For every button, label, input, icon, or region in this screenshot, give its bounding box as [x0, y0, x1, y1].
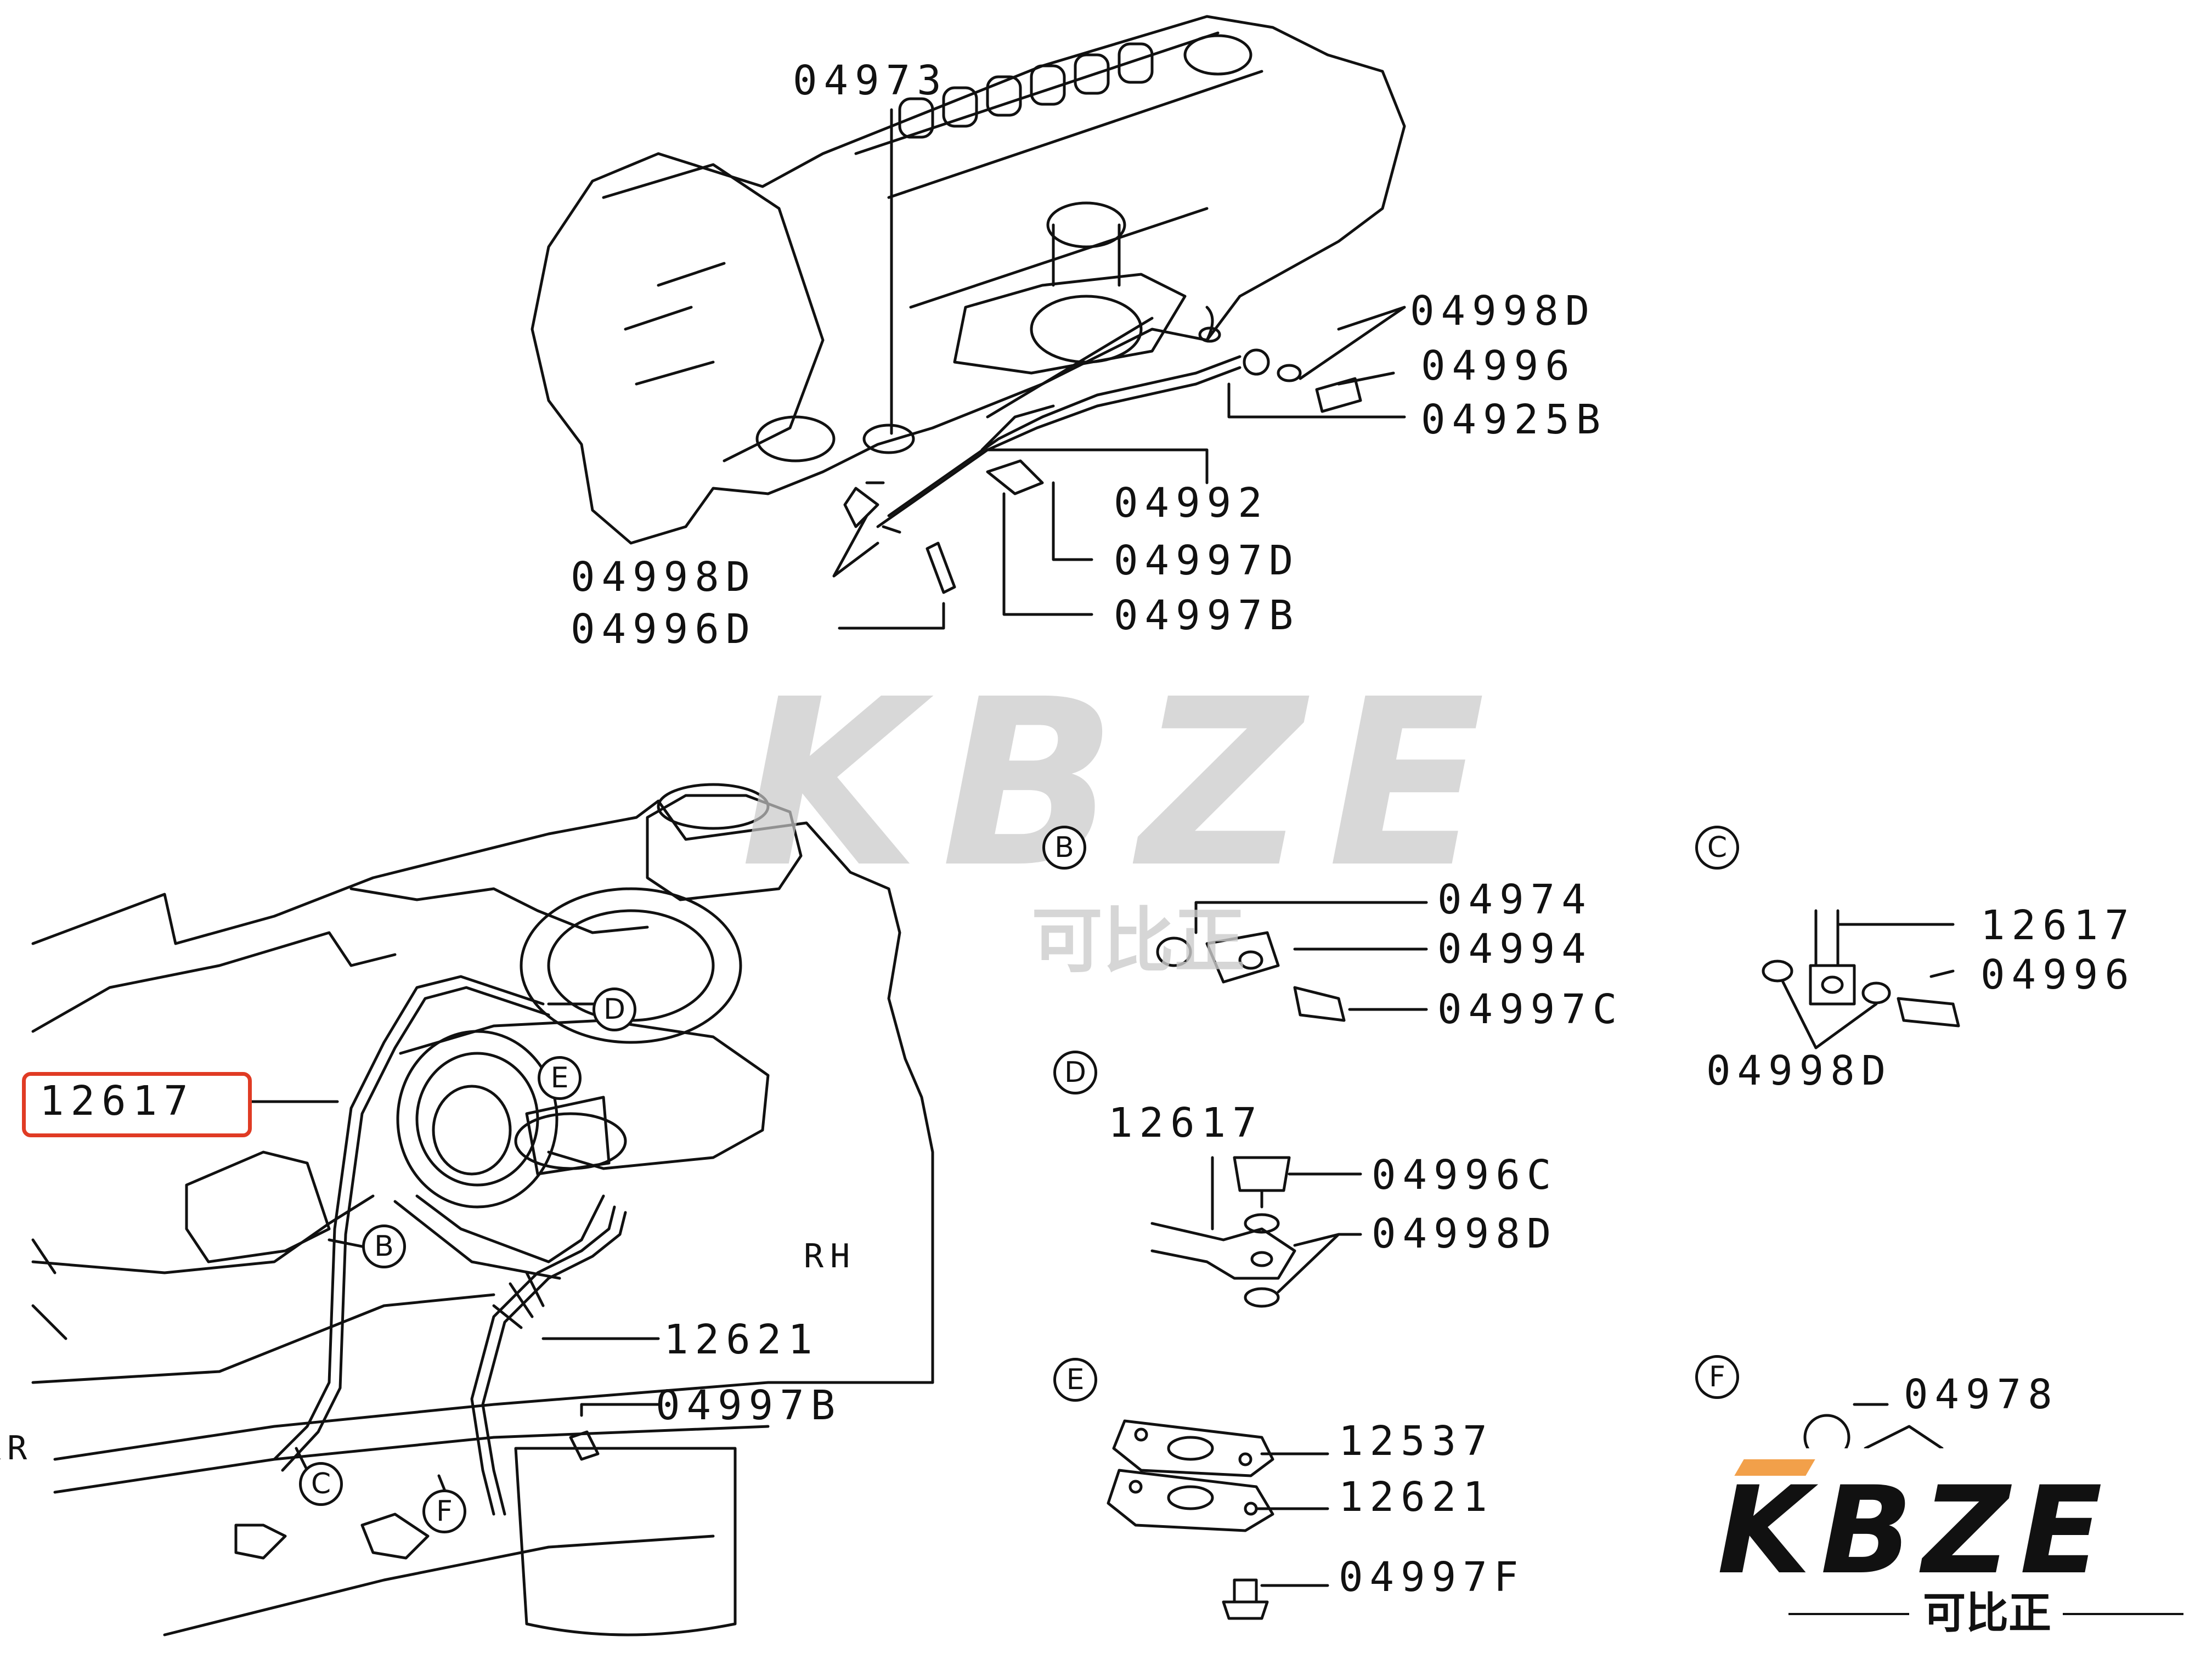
- direction-label-rr: RR: [0, 1429, 34, 1468]
- part-label-04925b: 04925B: [1421, 396, 1607, 443]
- callout-d: D: [592, 988, 636, 1031]
- logo-line-left: [1788, 1613, 1909, 1615]
- part-label-04998d-detail-c: 04998D: [1706, 1047, 1893, 1094]
- direction-label-rh: RH: [804, 1237, 857, 1276]
- oil-pipe-drawing: [843, 306, 1362, 594]
- part-label-12621-detail-e: 12621: [1339, 1474, 1494, 1521]
- turbo-pipes-drawing: [273, 975, 627, 1516]
- part-label-04996-top: 04996: [1421, 342, 1576, 390]
- part-label-12621-main: 12621: [664, 1316, 819, 1363]
- part-label-12537: 12537: [1339, 1418, 1494, 1465]
- callout-c: C: [299, 1462, 343, 1506]
- callout-e: E: [538, 1056, 582, 1100]
- part-label-12617-detail-d: 12617: [1108, 1099, 1263, 1147]
- part-label-04994: 04994: [1437, 926, 1593, 973]
- detail-e-tag: E: [1053, 1358, 1097, 1402]
- injection-pump-drawing: [531, 15, 1406, 545]
- part-label-04997c: 04997C: [1437, 986, 1624, 1033]
- detail-d-tag: D: [1053, 1051, 1097, 1094]
- detail-c-tag: C: [1695, 826, 1739, 870]
- top-leader-lines: [832, 108, 1406, 630]
- detail-b-tag: B: [1042, 826, 1086, 870]
- main-leader-lines: [248, 1002, 660, 1505]
- part-label-04996d: 04996D: [571, 606, 757, 653]
- detail-d-drawing: [1150, 1156, 1362, 1308]
- detail-f-tag: F: [1695, 1355, 1739, 1399]
- part-label-04997b-main: 04997B: [656, 1382, 842, 1429]
- part-label-12617-highlighted: 12617: [40, 1077, 195, 1125]
- watermark-subtitle: 可比正: [1031, 899, 1246, 983]
- highlight-box: [22, 1072, 252, 1137]
- part-label-04997b-top: 04997B: [1114, 592, 1300, 639]
- callout-f: F: [422, 1489, 466, 1533]
- part-label-04974: 04974: [1437, 876, 1593, 923]
- part-label-12617-detail-c: 12617: [1980, 902, 2136, 949]
- part-label-04998d-detail-d: 04998D: [1372, 1210, 1558, 1257]
- part-label-04973: 04973: [793, 57, 948, 104]
- part-label-04998d-left: 04998D: [571, 554, 757, 601]
- callout-b: B: [362, 1224, 406, 1268]
- logo-brand: KBZE: [1717, 1460, 2112, 1601]
- logo-line-right: [2063, 1613, 2183, 1615]
- detail-b-drawing: [1156, 901, 1428, 1022]
- part-label-04978: 04978: [1904, 1371, 2059, 1418]
- part-label-04997d: 04997D: [1114, 537, 1300, 584]
- part-label-04996-detail-c: 04996: [1980, 951, 2136, 998]
- watermark-brand: KBZE: [741, 650, 1508, 918]
- brand-logo: KBZE 可比正: [1706, 1448, 2205, 1657]
- detail-e-drawing: [1107, 1419, 1329, 1620]
- part-label-04998d-top: 04998D: [1410, 287, 1596, 335]
- part-label-04992: 04992: [1114, 479, 1269, 527]
- detail-c-drawing: [1762, 909, 1960, 1049]
- logo-subtitle: 可比正: [1923, 1589, 2052, 1638]
- part-label-04996c: 04996C: [1372, 1152, 1558, 1199]
- engine-turbo-drawing: [31, 783, 934, 1637]
- part-label-04997f: 04997F: [1339, 1554, 1525, 1601]
